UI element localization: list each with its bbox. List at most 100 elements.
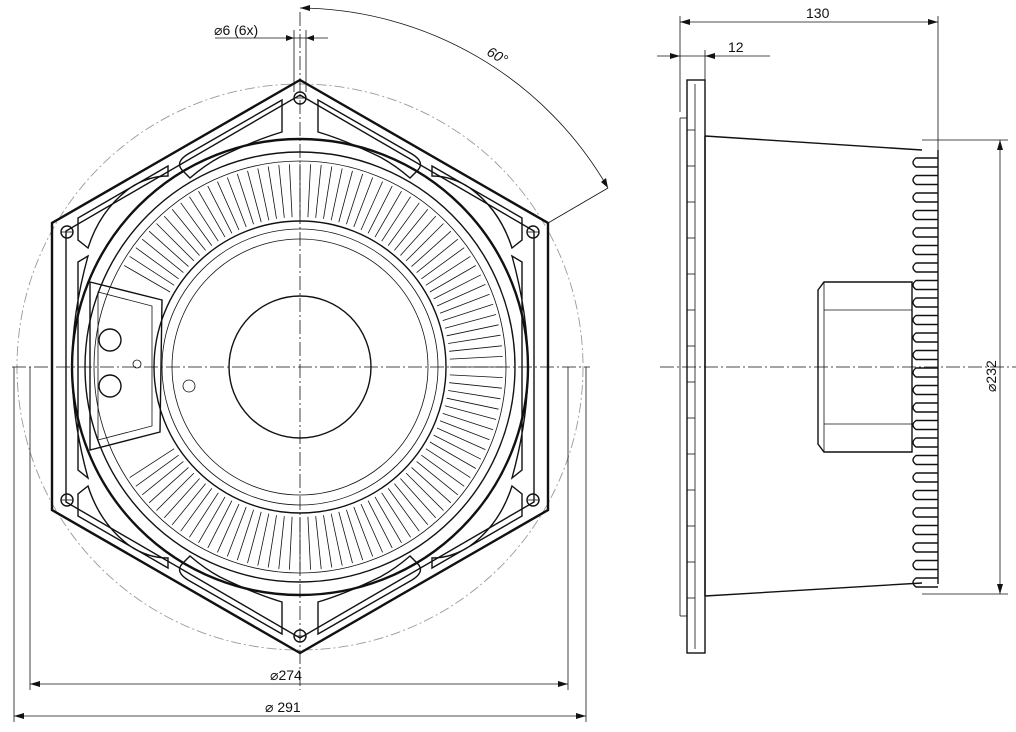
surround-rib [442, 303, 494, 321]
surround-rib [405, 472, 444, 511]
surround-rib [446, 324, 499, 337]
fin [912, 367, 938, 378]
surround-rib [360, 503, 383, 553]
surround-rib [367, 500, 393, 549]
surround-rib [247, 170, 262, 223]
fin [912, 262, 938, 273]
surround-rib [189, 196, 219, 242]
fin [912, 384, 938, 396]
surround-rib [163, 478, 200, 519]
surround-rib [449, 345, 502, 352]
surround-rib [374, 496, 402, 543]
fin [912, 472, 938, 483]
outer-diameter-dimension: ⌀ 291 [13, 367, 587, 722]
body-diameter-dimension: ⌀232 [922, 139, 1008, 595]
angle-dimension: 60° [299, 5, 609, 189]
surround-rib [323, 166, 333, 219]
surround-rib [189, 492, 219, 538]
surround-rib [180, 202, 213, 246]
surround-rib [129, 256, 175, 286]
surround-rib [346, 509, 364, 561]
surround-rib [141, 461, 184, 496]
surround-rib [267, 515, 277, 568]
surround-rib [381, 492, 411, 538]
inner-diameter-dimension: ⌀274 [29, 367, 569, 690]
fin [912, 192, 938, 203]
surround-rib [226, 506, 247, 557]
terminal-block [89, 281, 163, 451]
fin [912, 559, 938, 571]
fin [912, 489, 938, 501]
heat-sink-fins [912, 150, 939, 588]
outer-diameter-label: ⌀ 291 [265, 699, 301, 715]
surround-rib [198, 190, 226, 238]
surround-rib [156, 472, 195, 511]
depth-dimension: 130 [679, 5, 939, 160]
surround-rib [278, 516, 285, 569]
mounting-hole-icon [60, 493, 74, 507]
surround-rib [123, 265, 171, 293]
mounting-hole-icon [526, 225, 540, 239]
surround-rib [207, 185, 233, 234]
fin [912, 542, 938, 553]
depth-dimension-label: 130 [806, 5, 830, 21]
surround-rib [448, 390, 501, 400]
surround-rib [135, 454, 179, 487]
surround-rib [425, 448, 471, 478]
mounting-hole-icon [526, 493, 540, 507]
small-hole [182, 379, 196, 393]
surround-rib [442, 413, 494, 431]
surround-rib [171, 483, 206, 526]
flange-dimension: 12 [657, 39, 770, 80]
surround-rib [346, 173, 364, 225]
surround-rib [421, 454, 465, 487]
fin [912, 297, 938, 308]
surround-rib [405, 223, 444, 262]
surround-rib [416, 461, 459, 496]
surround-rib [236, 509, 254, 561]
surround-rib [257, 513, 270, 566]
fin [912, 157, 938, 168]
surround-rib [433, 274, 482, 300]
surround-rib [387, 202, 420, 246]
fin [912, 454, 938, 466]
surround-rib [217, 181, 240, 231]
surround-rib [289, 516, 293, 570]
fin [912, 332, 938, 343]
surround-rib [163, 215, 200, 256]
surround-rib [394, 208, 429, 251]
surround-rib [315, 165, 322, 218]
surround-rib [449, 356, 503, 360]
surround-rib [257, 168, 270, 221]
flange-ticks [687, 129, 695, 599]
side-view: 130 12 ⌀232 [657, 5, 1016, 654]
surround-rib [449, 374, 503, 378]
body-diameter-label: ⌀232 [983, 360, 999, 392]
flange-dimension-label: 12 [728, 39, 744, 55]
surround-rib [217, 503, 240, 553]
surround-rib [141, 238, 184, 273]
fin [912, 419, 938, 431]
hole-dimension: ⌀6 (6x) [214, 22, 328, 92]
surround-rib [129, 448, 175, 478]
fin [912, 227, 938, 238]
surround-rib [135, 247, 179, 280]
surround-rib [289, 164, 293, 218]
angle-dimension-label: 60° [484, 43, 511, 68]
surround-rib [207, 500, 233, 549]
mounting-hole-icon [60, 225, 74, 239]
surround-rib [436, 284, 486, 307]
fin [912, 209, 938, 221]
surround-rib [425, 256, 471, 286]
surround-rib [411, 230, 452, 267]
surround-rib [411, 467, 452, 504]
surround-rib [315, 516, 322, 569]
surround-rib [307, 164, 311, 218]
surround-rib [400, 478, 437, 519]
surround-rib [421, 247, 465, 280]
surround-ribs [123, 164, 503, 570]
surround-rib [247, 511, 262, 564]
fin [912, 577, 938, 588]
angle-reference-line [547, 187, 609, 224]
